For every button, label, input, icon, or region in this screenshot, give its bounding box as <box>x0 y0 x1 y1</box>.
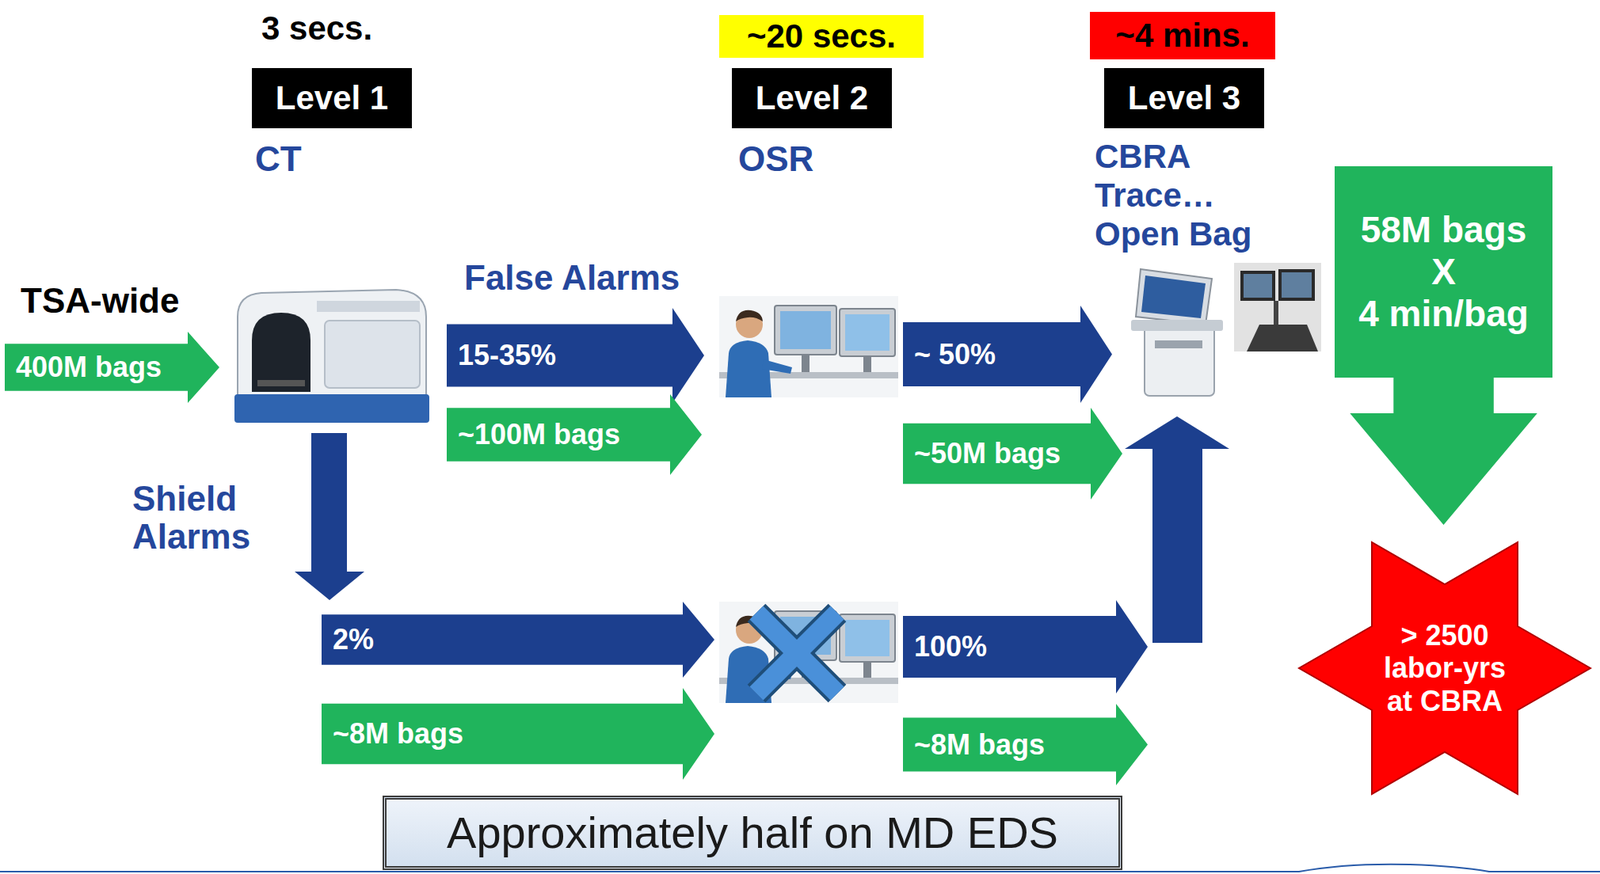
text-area: 58M bagsX4 min/bag <box>1334 166 1553 378</box>
shape-fill <box>902 704 1148 786</box>
label-slot: TSA-wide <box>20 281 180 322</box>
shape-fill <box>321 688 715 781</box>
shape-text: Level 3 <box>1127 79 1241 118</box>
shape-text: 58M bags <box>1360 209 1528 252</box>
shape-text: > 2500 labor-yrs at CBRA <box>1379 619 1511 718</box>
shape-text: ~ 50% <box>914 338 996 371</box>
volume-arrow: 400M bags <box>4 331 220 404</box>
time-label: 3 secs. <box>261 9 373 48</box>
stage-label: CBRA Trace… Open Bag <box>1094 137 1273 254</box>
note-box: Approximately half on MD EDS <box>382 796 1123 871</box>
level-box: Level 3 <box>1104 68 1265 129</box>
volume-arrow: ~8M bags <box>321 688 715 781</box>
stage-label: OSR <box>738 139 814 180</box>
label-slot: False Alarms <box>464 258 680 299</box>
ct-scanner <box>234 289 430 423</box>
rate-arrow: 2% <box>321 601 715 679</box>
scope-label: TSA-wide <box>20 281 180 322</box>
shape-text: ~8M bags <box>914 728 1045 762</box>
shape-text: 100% <box>914 630 987 663</box>
shape-fill <box>902 305 1113 404</box>
result-star: > 2500 labor-yrs at CBRA <box>1297 540 1593 797</box>
shape-text: 400M bags <box>15 350 162 384</box>
calc-callout: 58M bagsX4 min/bag <box>1334 166 1553 526</box>
shape-fill <box>1334 166 1553 526</box>
shape-text: 15-35% <box>457 339 557 372</box>
level-box: Level 2 <box>731 68 892 129</box>
note-text: Approximately half on MD EDS <box>446 807 1059 859</box>
shape-fill <box>902 407 1123 500</box>
volume-arrow: ~100M bags <box>446 394 702 476</box>
arrow-shape <box>321 601 715 679</box>
shape-fill <box>4 331 220 404</box>
rate-arrow: 15-35% <box>446 308 705 404</box>
shape-text: ~4 mins. <box>1115 16 1250 55</box>
osr-operator-bypassed <box>719 601 899 704</box>
shape-text: Level 1 <box>275 79 389 118</box>
shield-alarm-arrow <box>294 433 365 601</box>
shape-fill <box>446 394 702 476</box>
shape-text: ~50M bags <box>914 437 1061 470</box>
cbra-station <box>1131 269 1223 397</box>
osr-operator <box>719 296 899 398</box>
label-slot: 3 secs. <box>261 9 373 48</box>
stage-label: CT <box>255 139 302 180</box>
shape-text: ~20 secs. <box>746 17 896 56</box>
shape-fill <box>446 308 705 404</box>
shape-fill <box>321 601 715 679</box>
up-arrow <box>1124 416 1230 644</box>
label-slot: CT <box>255 139 302 180</box>
time-badge: ~4 mins. <box>1089 11 1276 60</box>
label-slot: OSR <box>738 139 814 180</box>
shape-fill <box>902 600 1148 694</box>
level-box: Level 1 <box>251 68 412 129</box>
shape-text: ~8M bags <box>332 717 464 751</box>
shape-text: X <box>1431 251 1456 294</box>
text-area: > 2500 labor-yrs at CBRA <box>1297 540 1593 797</box>
rate-arrow: 100% <box>902 600 1148 694</box>
label-slot: CBRA Trace… Open Bag <box>1094 137 1273 254</box>
flow-label: False Alarms <box>464 258 680 299</box>
cross-mark <box>756 613 838 694</box>
rate-arrow: ~ 50% <box>902 305 1113 404</box>
shape-text: 4 min/bag <box>1358 293 1529 336</box>
shape-text: Level 2 <box>755 79 869 118</box>
volume-arrow: ~50M bags <box>902 407 1123 500</box>
time-badge: ~20 secs. <box>719 15 924 58</box>
shape-fill <box>1299 542 1591 795</box>
label-slot: Shield Alarms <box>132 480 283 557</box>
shape-text: 2% <box>332 623 374 656</box>
shape-text: ~100M bags <box>457 418 621 451</box>
flow-label: Shield Alarms <box>132 480 283 557</box>
trace-workstation-photo <box>1234 262 1322 352</box>
volume-arrow: ~8M bags <box>902 704 1148 786</box>
